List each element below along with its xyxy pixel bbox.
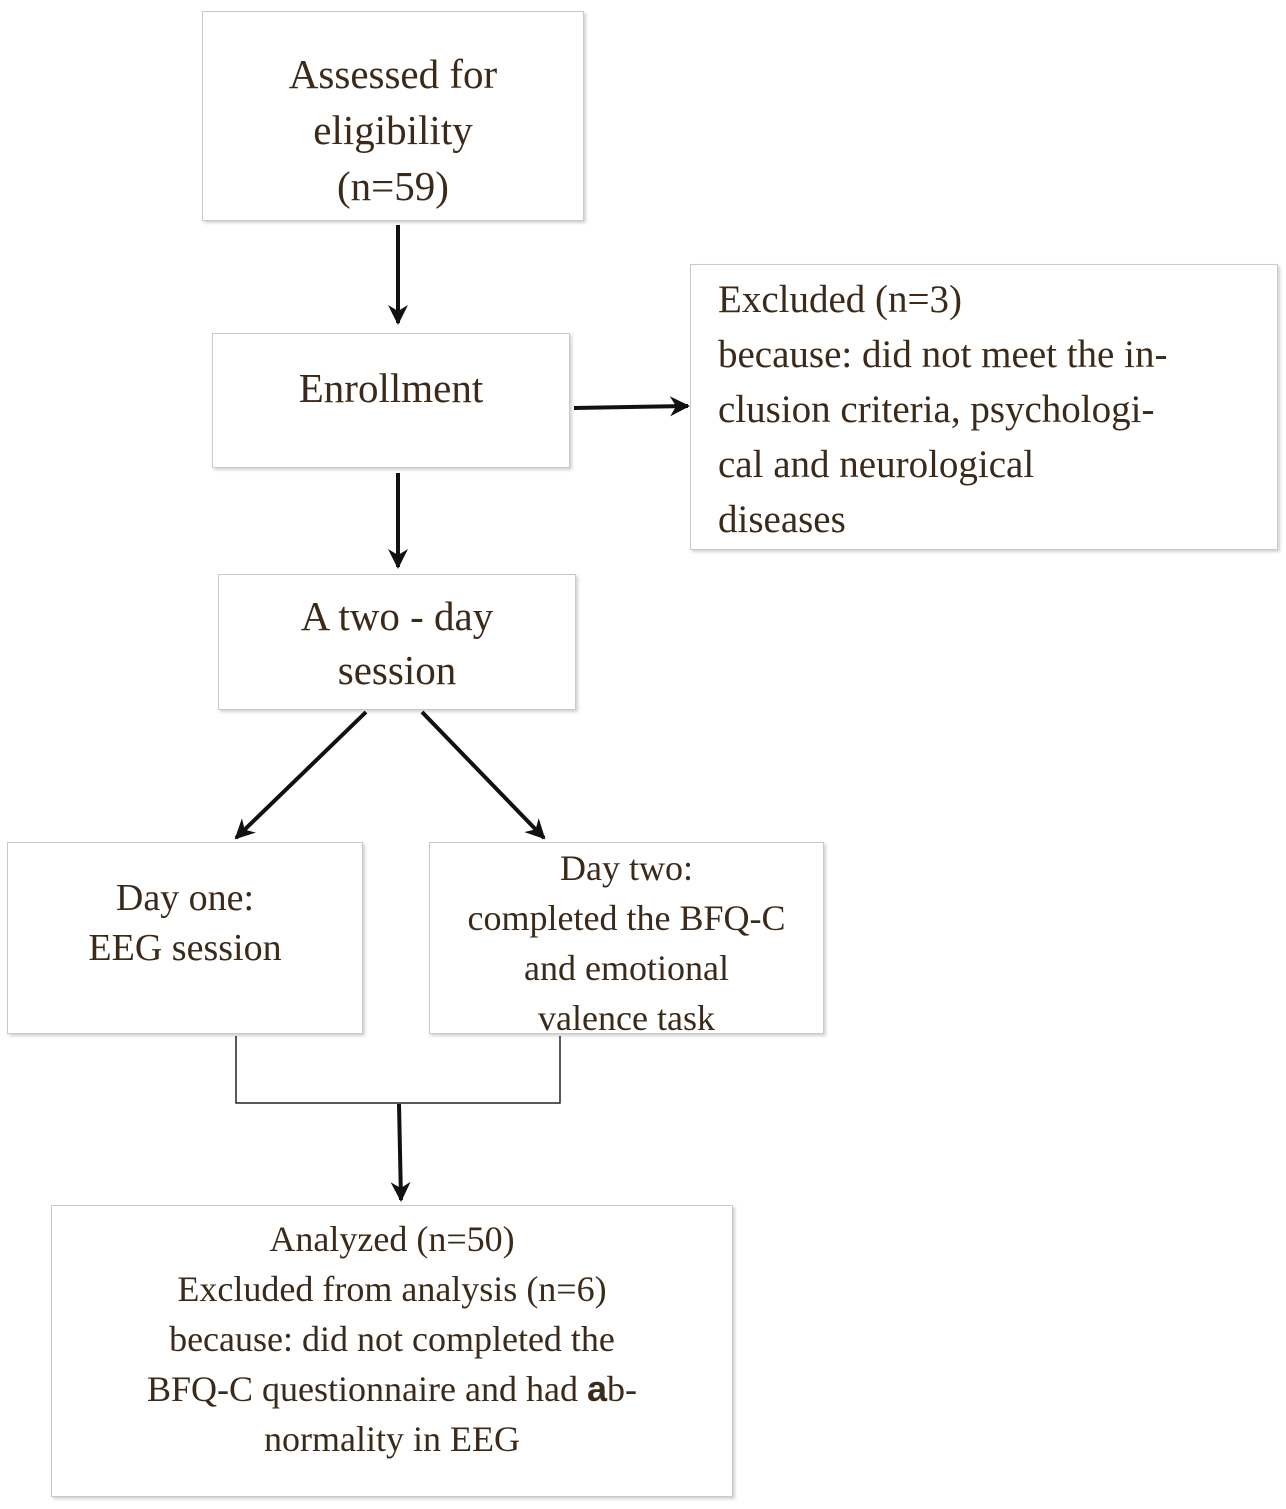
analyzed-line-2: Excluded from analysis (n=6) (177, 1269, 607, 1309)
analyzed-line-1: Analyzed (n=50) (269, 1219, 515, 1259)
day-one-line-2: EEG session (88, 927, 282, 969)
bracket-merge-days (235, 1036, 561, 1104)
session-line-2: session (337, 647, 457, 693)
day-two-box: Day two: completed the BFQ-C and emotion… (429, 842, 824, 1038)
day-one-line-1: Day one: (115, 877, 255, 919)
arrow-enrollment-to-excluded (573, 396, 690, 417)
excluded-box: Excluded (n=3) because: did not meet the… (690, 264, 1278, 550)
assessed-box: Assessed for eligibility (n=59) (202, 11, 584, 221)
excluded-line-5: diseases (718, 498, 846, 541)
analyzed-line-4-end: b- (606, 1369, 637, 1409)
day-two-line-4: valence task (538, 998, 715, 1038)
excluded-line-4: cal and neurological (718, 443, 1035, 486)
excluded-line-2: because: did not meet the in- (718, 333, 1168, 376)
analyzed-line-4-text: BFQ-C questionnaire and had (147, 1369, 587, 1409)
day-two-line-2: completed the BFQ-C (467, 898, 786, 938)
day-two-line-1: Day two: (560, 848, 693, 888)
excluded-line-1: Excluded (n=3) (718, 278, 962, 321)
assessed-line-2: eligibility (313, 107, 473, 153)
enrollment-box: Enrollment (212, 333, 570, 468)
analyzed-line-4-bold-letter: a (586, 1368, 607, 1409)
analyzed-line-5: normality in EEG (264, 1419, 520, 1459)
assessed-line-3: (n=59) (337, 163, 449, 209)
day-two-line-3: and emotional (524, 948, 729, 988)
assessed-line-1: Assessed for (288, 51, 498, 97)
session-line-1: A two - day (300, 593, 494, 639)
arrow-session-to-day-one (234, 710, 368, 840)
session-box: A two - day session (218, 574, 576, 710)
analyzed-box: Analyzed (n=50) Excluded from analysis (… (51, 1205, 733, 1497)
arrow-session-to-day-two (420, 710, 546, 840)
analyzed-line-3: because: did not completed the (169, 1319, 615, 1359)
analyzed-line-4: BFQ-C questionnaire and had ab- (52, 1364, 732, 1414)
day-one-box: Day one: EEG session (7, 842, 363, 1034)
arrow-merge-to-analyzed (390, 1103, 411, 1202)
excluded-line-3: clusion criteria, psychologi- (718, 388, 1155, 431)
enrollment-label: Enrollment (298, 365, 484, 411)
